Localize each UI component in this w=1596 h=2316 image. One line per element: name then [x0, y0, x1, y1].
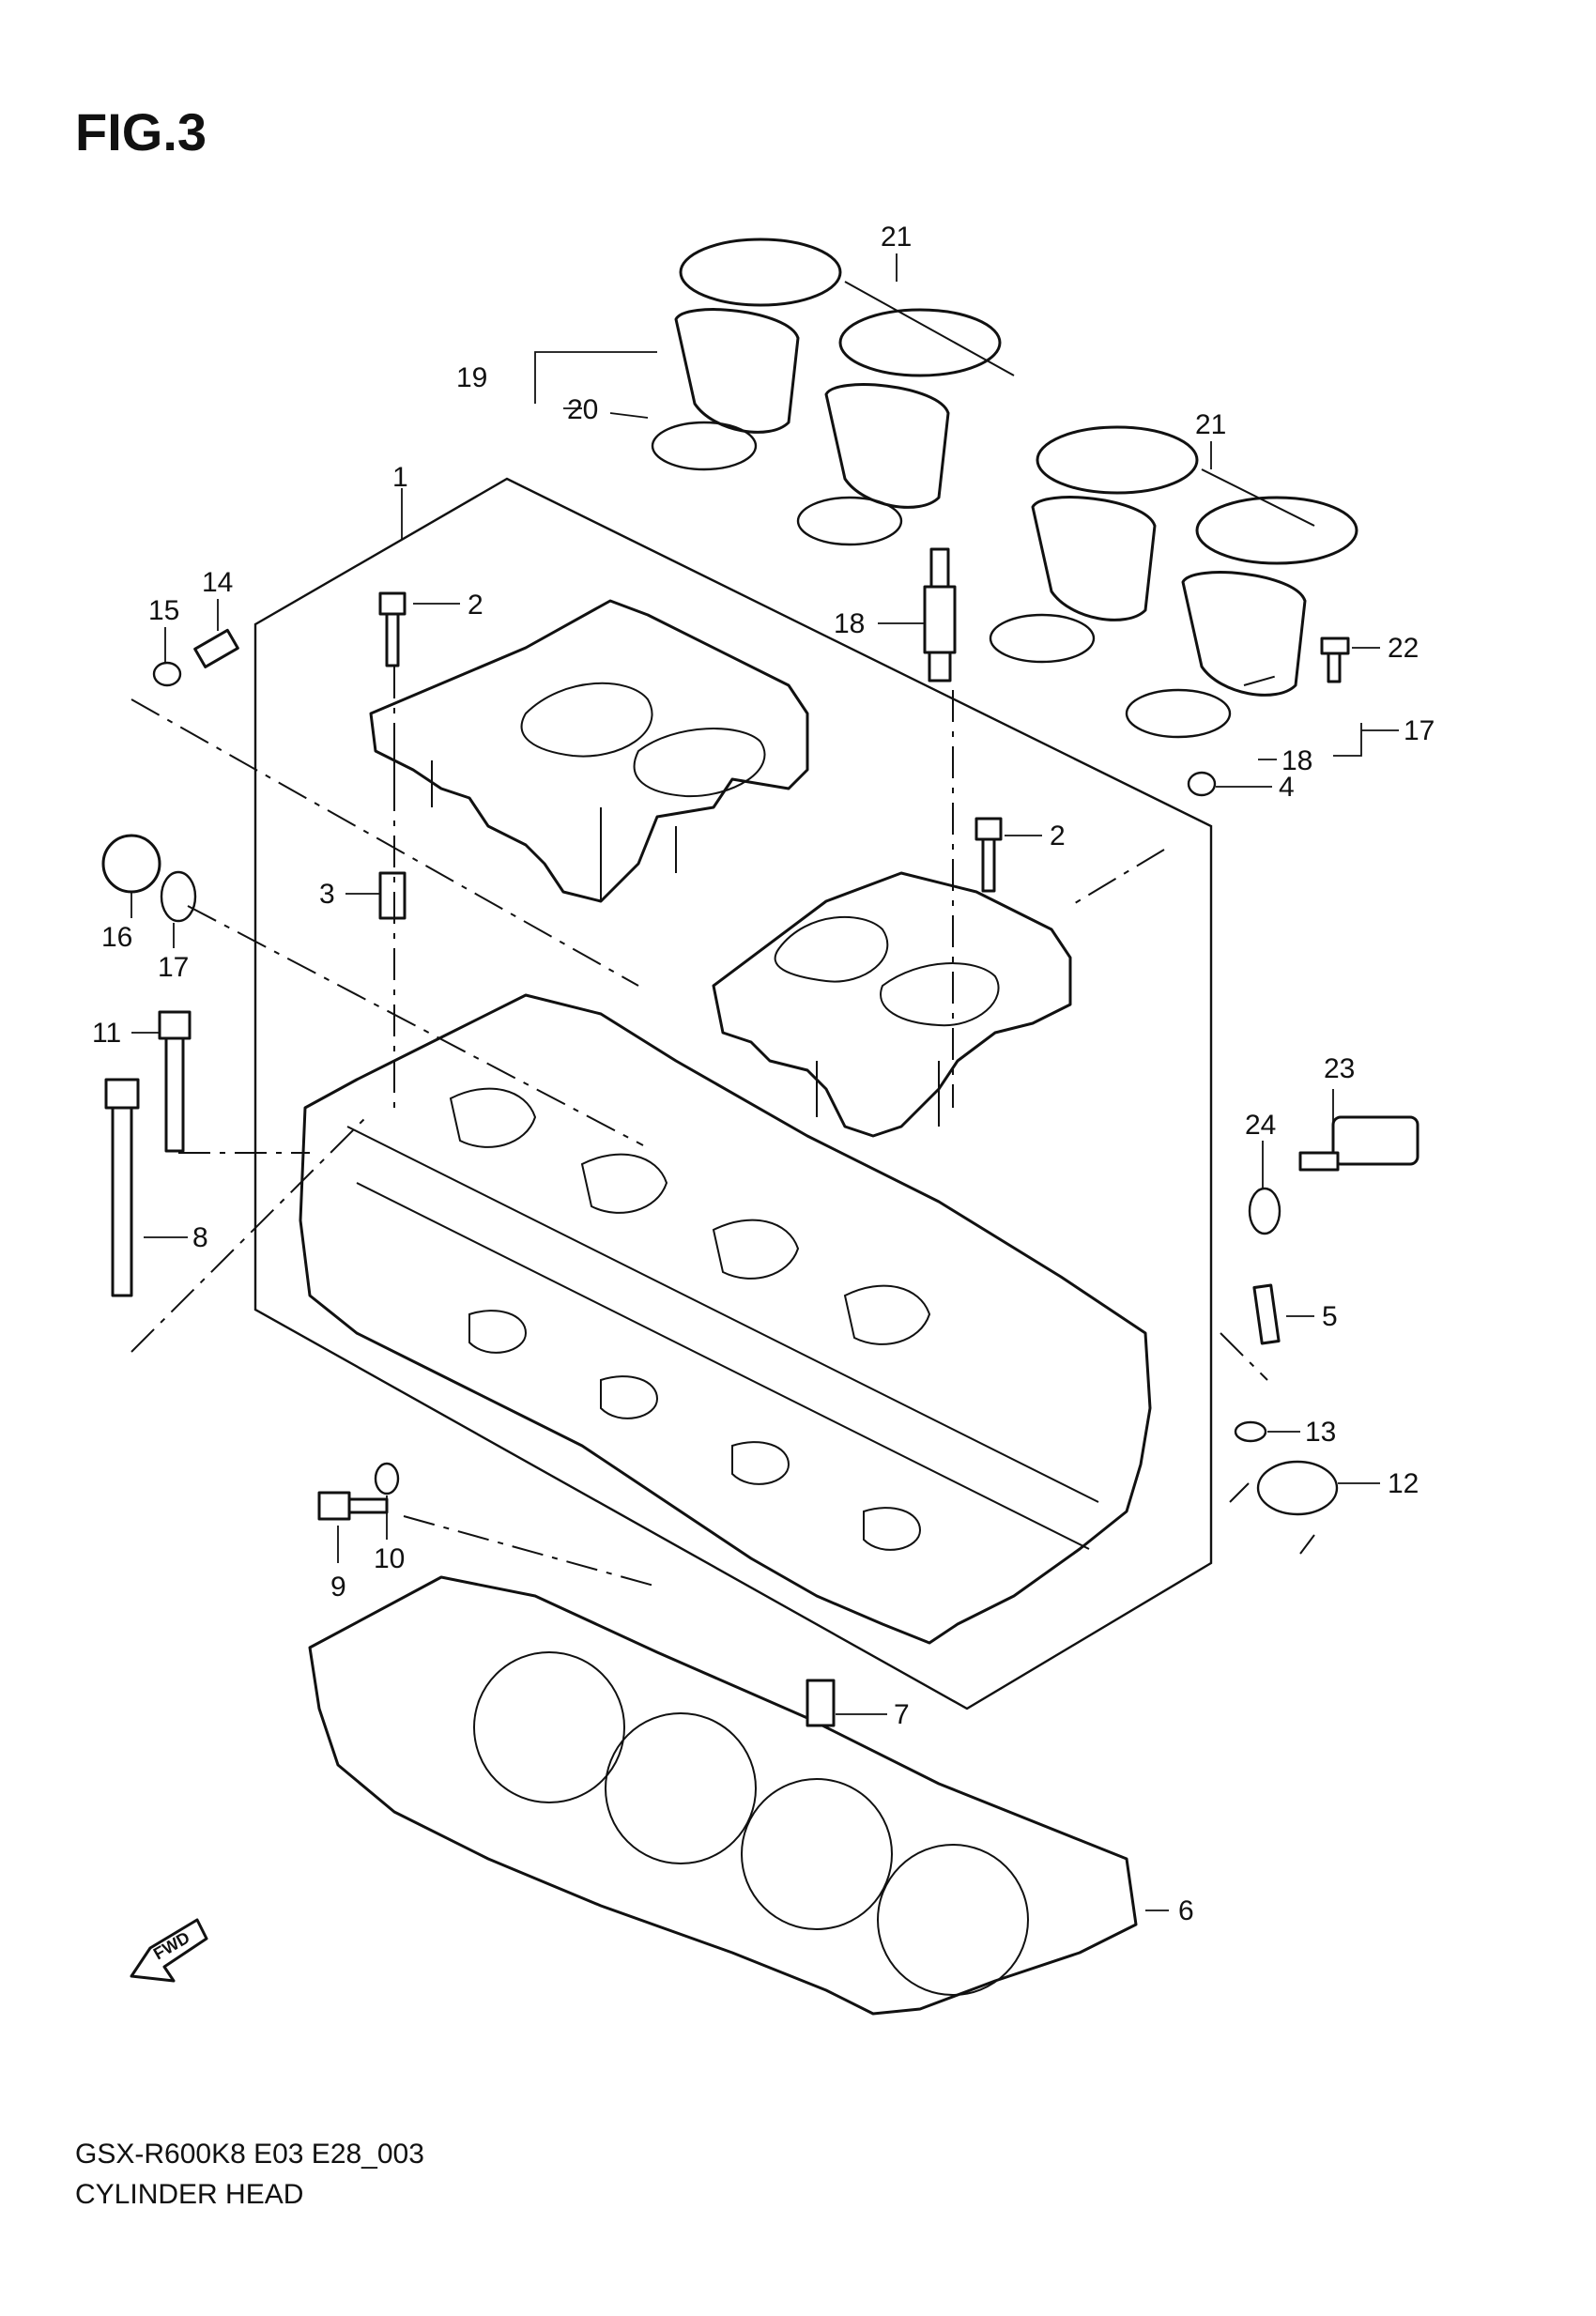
leader-lines	[130, 253, 1399, 1911]
temp-sensor-23	[1298, 1115, 1420, 1172]
callout-14: 14	[202, 567, 233, 598]
callout-21a: 21	[881, 222, 912, 253]
callout-1: 1	[392, 462, 408, 493]
callout-7: 7	[894, 1699, 910, 1730]
screw-22	[1320, 637, 1350, 683]
callout-10: 10	[374, 1543, 405, 1574]
callout-9: 9	[330, 1572, 346, 1603]
fwd-arrow-icon: FWD	[130, 1918, 208, 1983]
callout-18b: 18	[1281, 745, 1312, 776]
callout-15: 15	[148, 595, 179, 626]
figure-title: FIG.3	[75, 102, 207, 161]
union-14	[193, 628, 239, 668]
callout-6: 6	[1178, 1895, 1194, 1926]
o-rings-20	[651, 421, 1232, 739]
washer-15	[152, 661, 182, 687]
callout-5: 5	[1322, 1301, 1338, 1332]
callout-18a: 18	[834, 608, 865, 639]
callouts: 1 2 2 3 4 5 6 7 8 9 10 11 12 13 14 15 16…	[92, 222, 1435, 1926]
plug-16	[101, 834, 161, 894]
cylinder-head-body	[299, 993, 1152, 1645]
callout-19: 19	[456, 362, 487, 393]
dowel-7	[806, 1679, 836, 1727]
dowel-3	[378, 871, 407, 920]
cam-housing-left	[369, 599, 809, 903]
callout-11: 11	[92, 1018, 121, 1049]
spark-plug	[923, 547, 957, 683]
callout-24: 24	[1245, 1110, 1276, 1141]
cam-housing-right	[712, 871, 1072, 1138]
callout-12: 12	[1388, 1468, 1419, 1499]
washer-10	[374, 1462, 400, 1495]
gasket-17-ring	[160, 870, 197, 923]
reference-lines	[130, 667, 1315, 1587]
callout-2a: 2	[468, 590, 483, 621]
callout-17b: 17	[1404, 715, 1435, 746]
bolt-2a	[378, 591, 407, 667]
callout-22: 22	[1388, 633, 1419, 664]
callout-17a: 17	[158, 952, 189, 983]
washer-24	[1248, 1187, 1281, 1235]
section-name: CYLINDER HEAD	[75, 2179, 303, 2210]
bolt-9	[317, 1491, 389, 1521]
assembly-box	[253, 477, 1213, 1710]
bolt-11	[158, 1010, 192, 1153]
callout-13: 13	[1305, 1417, 1336, 1448]
o-ring-12	[1256, 1460, 1339, 1516]
callout-2b: 2	[1050, 821, 1066, 851]
washer-4	[1187, 771, 1217, 797]
o-ring-13	[1234, 1420, 1267, 1443]
pipe-5	[1252, 1283, 1281, 1345]
callout-23: 23	[1324, 1053, 1355, 1084]
callout-3: 3	[319, 879, 335, 910]
bolt-8	[104, 1078, 140, 1297]
intake-boot-group-upper	[674, 238, 1358, 697]
callout-16: 16	[101, 922, 132, 953]
callout-21b: 21	[1195, 409, 1226, 440]
model-code: GSX-R600K8 E03 E28_003	[75, 2139, 424, 2170]
callout-4: 4	[1279, 772, 1295, 803]
bolt-2b	[974, 817, 1003, 893]
head-gasket	[308, 1575, 1138, 2016]
callout-8: 8	[192, 1222, 208, 1253]
callout-20: 20	[567, 394, 598, 425]
